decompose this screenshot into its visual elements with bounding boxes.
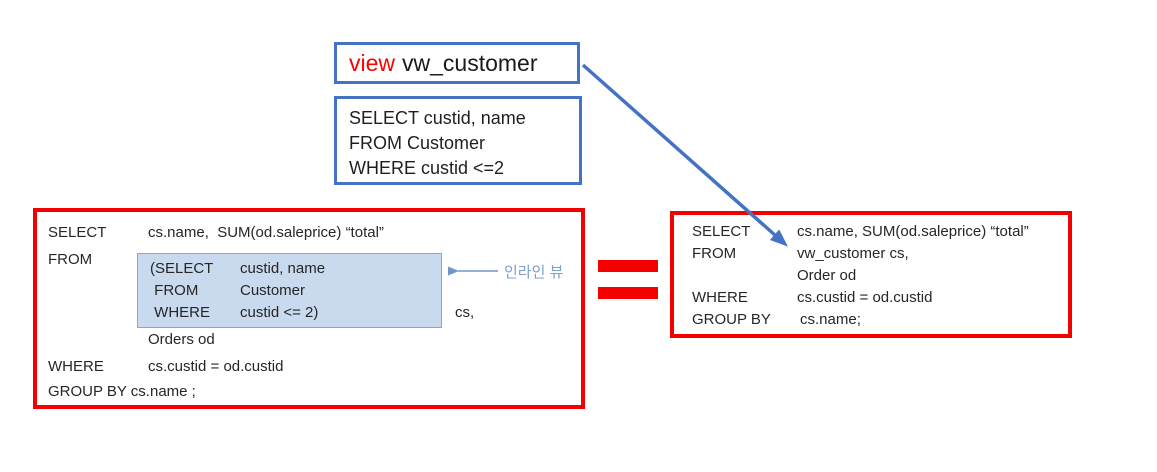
inline-where-value: custid <= 2) [240, 304, 319, 321]
left-select-label: SELECT [48, 224, 107, 241]
left-alias: cs, [455, 304, 475, 321]
left-orders-line: Orders od [148, 331, 215, 348]
inline-from-label: FROM [150, 282, 199, 299]
view-keyword: view [349, 49, 396, 76]
right-groupby-label: GROUP BY [692, 311, 771, 328]
inline-select-value: custid, name [240, 260, 326, 277]
left-from-label: FROM [48, 251, 93, 268]
right-order-line: Order od [797, 267, 857, 284]
equals-bottom-bar [598, 287, 658, 299]
view-title-box: view vw_customer [334, 42, 580, 84]
view-def-line: SELECT custid, name [349, 108, 526, 128]
inline-where-label: WHERE [150, 304, 210, 321]
inline-select-label: (SELECT [150, 260, 214, 277]
view-name: vw_customer [402, 49, 538, 76]
right-where-label: WHERE [692, 289, 748, 306]
right-select-label: SELECT [692, 223, 751, 240]
left-groupby-line: GROUP BY cs.name ; [48, 383, 196, 400]
view-definition-box: SELECT custid, name FROM Customer WHERE … [334, 96, 582, 185]
right-query-box: SELECT cs.name, SUM(od.saleprice) “total… [670, 211, 1072, 338]
left-query-box: SELECT cs.name, SUM(od.saleprice) “total… [33, 208, 585, 409]
inline-view-box: (SELECT custid, name FROM Customer WHERE… [137, 253, 442, 328]
left-where-label: WHERE [48, 358, 104, 375]
right-from-label: FROM [692, 245, 737, 262]
equals-top-bar [598, 260, 658, 272]
right-where-value: cs.custid = od.custid [797, 289, 933, 306]
view-def-line: WHERE custid <=2 [349, 158, 505, 178]
right-select-value: cs.name, SUM(od.saleprice) “total” [797, 223, 1029, 240]
right-groupby-value: cs.name; [800, 311, 861, 328]
left-where-value: cs.custid = od.custid [148, 358, 284, 375]
inline-view-annotation: 인라인 뷰 [504, 264, 564, 281]
equals-sign [598, 260, 658, 299]
view-def-line: FROM Customer [349, 133, 486, 153]
right-from-value: vw_customer cs, [797, 245, 909, 262]
inline-from-value: Customer [240, 282, 306, 299]
left-select-value: cs.name, SUM(od.saleprice) “total” [148, 224, 384, 241]
